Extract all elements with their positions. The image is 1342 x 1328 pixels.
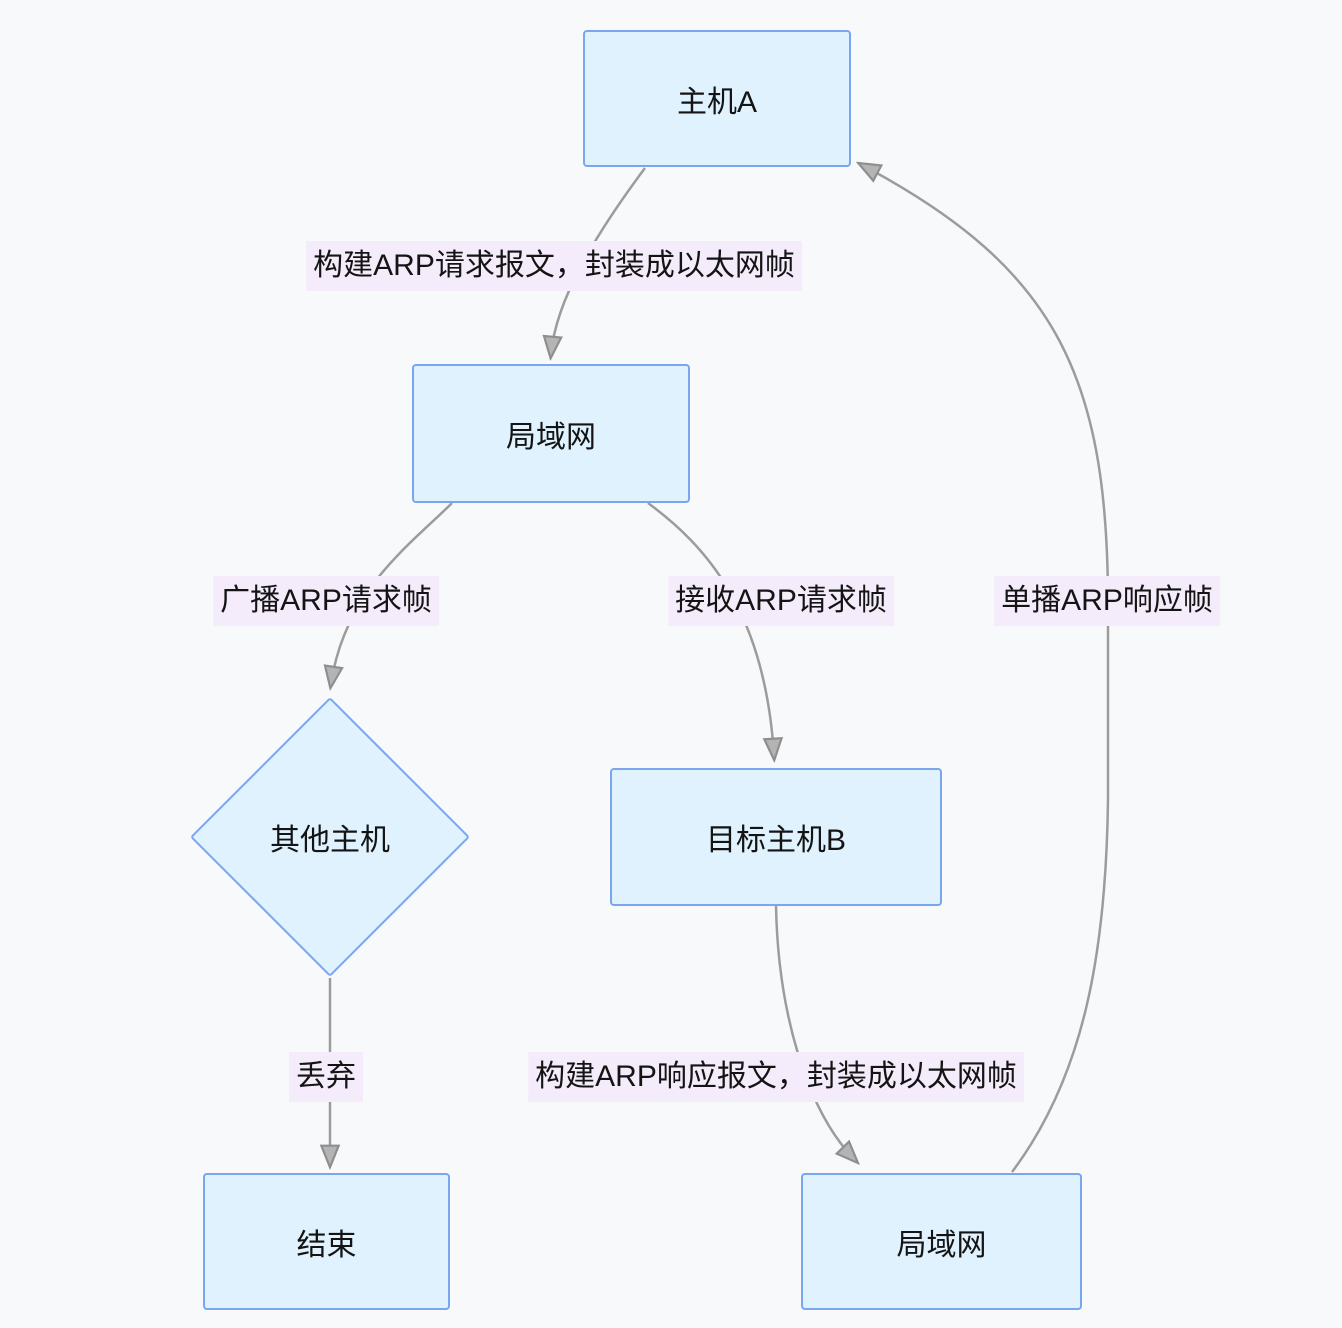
edge-targetb-to-lanbottom (774, 905, 855, 1160)
edge-label-broadcast-arp-request: 广播ARP请求帧 (213, 576, 439, 626)
edge-lan-to-targetb (647, 501, 774, 756)
node-lan-top-label: 局域网 (506, 420, 596, 454)
node-host-a: 主机A (583, 30, 851, 167)
edge-label-receive-arp-request: 接收ARP请求帧 (668, 576, 894, 626)
edge-lan-to-otherhosts (331, 502, 453, 684)
node-target-host-b-label: 目标主机B (705, 824, 846, 857)
node-lan-top: 局域网 (412, 364, 690, 503)
node-lan-bottom: 局域网 (801, 1173, 1082, 1310)
node-lan-bottom-label: 局域网 (896, 1228, 987, 1262)
edge-lanbottom-to-hosta (862, 165, 1110, 1173)
node-target-host-b: 目标主机B (610, 768, 942, 906)
node-end: 结束 (203, 1173, 450, 1310)
edge-label-unicast-arp-response: 单播ARP响应帧 (994, 576, 1220, 626)
node-host-a-label: 主机A (676, 85, 757, 119)
edge-label-build-arp-request: 构建ARP请求报文，封装成以太网帧 (306, 241, 802, 291)
node-other-hosts-label: 其他主机 (270, 824, 390, 857)
edge-label-build-arp-response: 构建ARP响应报文，封装成以太网帧 (528, 1052, 1024, 1102)
node-end-label: 结束 (296, 1228, 357, 1262)
edge-label-discard: 丢弃 (289, 1052, 363, 1102)
